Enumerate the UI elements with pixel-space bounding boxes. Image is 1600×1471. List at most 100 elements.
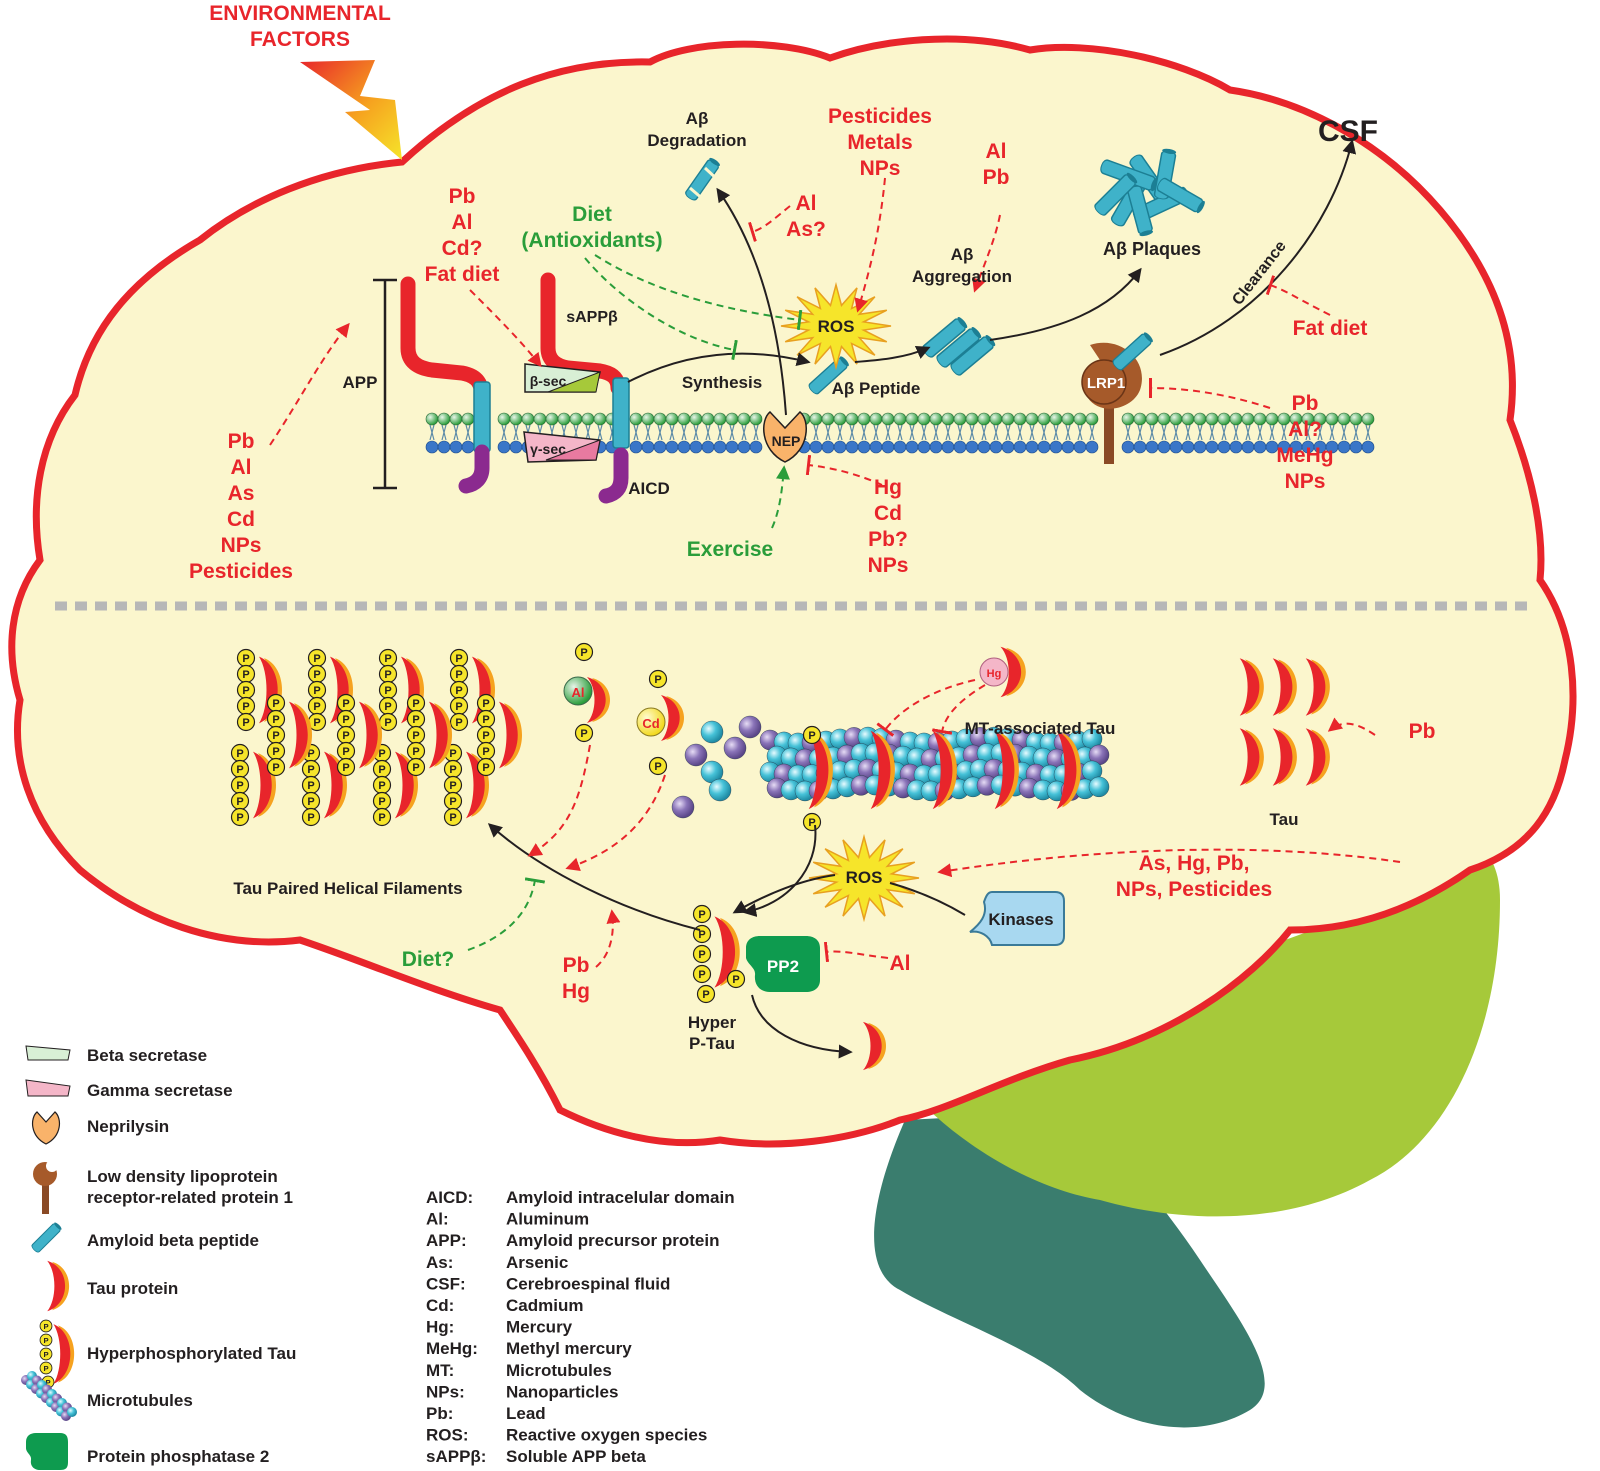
svg-text:As: As xyxy=(228,482,255,505)
lower-modulator-arrows xyxy=(467,679,1401,968)
svg-text:Pb: Pb xyxy=(228,430,255,453)
tau-protein-icon xyxy=(47,1260,70,1312)
beta-secretase: β-sec xyxy=(524,363,601,393)
svg-text:Aβ: Aβ xyxy=(951,245,974,264)
abbreviations-list: AICD:Amyloid intracelular domainAl:Alumi… xyxy=(426,1188,735,1466)
svg-text:Hg: Hg xyxy=(562,980,590,1003)
svg-text:Pb?: Pb? xyxy=(868,528,908,551)
pb-al-cd-fat-diet-label: Pb Al Cd? Fat diet xyxy=(425,185,500,286)
abbr-key: As: xyxy=(426,1253,453,1272)
app-bracket xyxy=(373,278,397,490)
pp2-enzyme: PP2 xyxy=(746,936,820,992)
lower-pathway-arrows xyxy=(487,823,966,1059)
ros-star-top: ROS xyxy=(780,281,892,371)
ab-peptide-label: Aβ Peptide xyxy=(832,379,921,398)
abbr-value: Arsenic xyxy=(506,1253,568,1272)
cerebellum xyxy=(900,840,1500,1217)
svg-text:Neprilysin: Neprilysin xyxy=(87,1117,169,1136)
svg-text:Beta secretase: Beta secretase xyxy=(87,1046,207,1065)
abbr-key: NPs: xyxy=(426,1382,465,1401)
left-toxicants-label: Pb Al As Cd NPs Pesticides xyxy=(189,430,293,583)
legend-item-beta-secretase: Beta secretase xyxy=(25,1045,207,1065)
svg-text:Al: Al xyxy=(231,456,252,479)
svg-text:Pesticides: Pesticides xyxy=(828,105,932,128)
svg-text:FACTORS: FACTORS xyxy=(250,28,350,51)
legend-item-tau-protein: Tau protein xyxy=(47,1260,178,1312)
svg-text:Low density lipoprotein: Low density lipoprotein xyxy=(87,1167,278,1186)
tau-label: Tau xyxy=(1270,810,1299,829)
svg-text:Fat diet: Fat diet xyxy=(425,263,500,286)
abbr-key: ROS: xyxy=(426,1426,469,1445)
legend-item-pp2: Protein phosphatase 2 xyxy=(26,1433,269,1470)
as-hg-pb-nps-pesticides-label: As, Hg, Pb, NPs, Pesticides xyxy=(1116,852,1272,901)
svg-text:Metals: Metals xyxy=(847,131,912,154)
svg-text:Pb: Pb xyxy=(449,185,476,208)
tau-phf-label: Tau Paired Helical Filaments xyxy=(233,879,462,898)
neprilysin: NEP xyxy=(763,410,807,463)
svg-text:NPs: NPs xyxy=(868,554,909,577)
environmental-lightning-icon xyxy=(300,60,402,160)
abbr-key: AICD: xyxy=(426,1188,473,1207)
al-bound-tau: Al xyxy=(563,642,610,743)
abbr-key: sAPPβ: xyxy=(426,1447,486,1466)
svg-text:Cd?: Cd? xyxy=(442,237,483,260)
nep-label: NEP xyxy=(772,433,801,449)
abbr-key: Cd: xyxy=(426,1296,454,1315)
beta-secretase-icon xyxy=(25,1045,71,1061)
hyper-p-tau-label: Hyper P-Tau xyxy=(688,1013,737,1053)
svg-text:Hyperphosphorylated Tau: Hyperphosphorylated Tau xyxy=(87,1344,296,1363)
svg-text:Al: Al xyxy=(452,211,473,234)
abbr-value: Amyloid intracelular domain xyxy=(506,1188,735,1207)
svg-text:Diet: Diet xyxy=(572,203,612,226)
svg-text:Cd: Cd xyxy=(227,508,255,531)
microtubule xyxy=(671,715,1110,819)
abbr-key: Hg: xyxy=(426,1318,454,1337)
abbr-value: Amyloid precursor protein xyxy=(506,1231,719,1250)
neprilysin-icon xyxy=(31,1111,61,1145)
ros-bottom-label: ROS xyxy=(846,868,883,887)
beta-sec-label: β-sec xyxy=(530,373,567,389)
gamma-secretase: γ-sec xyxy=(523,431,601,463)
mt-associated-tau-label: MT-associated Tau xyxy=(965,719,1116,738)
brainstem xyxy=(874,1110,1265,1428)
abbr-value: Aluminum xyxy=(506,1210,589,1229)
csf-label: CSF xyxy=(1318,115,1378,148)
svg-text:Pesticides: Pesticides xyxy=(189,560,293,583)
svg-text:(Antioxidants): (Antioxidants) xyxy=(521,229,662,252)
ab-plaques-label: Aβ Plaques xyxy=(1103,239,1201,259)
svg-text:Pb: Pb xyxy=(983,166,1010,189)
al-pb-top-label: Al Pb xyxy=(983,140,1010,189)
legend-item-gamma-secretase: Gamma secretase xyxy=(25,1079,233,1100)
abbr-value: Cerebroespinal fluid xyxy=(506,1274,670,1293)
svg-text:Al: Al xyxy=(796,192,817,215)
diet-antioxidants-label: Diet (Antioxidants) xyxy=(521,203,662,252)
svg-text:NPs: NPs xyxy=(1285,470,1326,493)
svg-text:As?: As? xyxy=(786,218,826,241)
abbr-key: MT: xyxy=(426,1361,454,1380)
lrp1-icon xyxy=(33,1160,58,1214)
pb-al-mehg-nps-label: Pb Al? MeHg NPs xyxy=(1276,392,1333,493)
environmental-factors-title: ENVIRONMENTAL FACTORS xyxy=(209,2,391,51)
abbr-value: Microtubules xyxy=(506,1361,612,1380)
legend-item-hyper-tau: Hyperphosphorylated Tau xyxy=(39,1319,296,1389)
aicd-label: AICD xyxy=(628,479,670,498)
diet-question-label: Diet? xyxy=(402,948,455,971)
cell-membrane xyxy=(425,412,1375,454)
svg-text:Aβ: Aβ xyxy=(686,109,709,128)
gamma-secretase-icon xyxy=(25,1079,71,1097)
legend-item-amyloid-beta: Amyloid beta peptide xyxy=(30,1221,259,1254)
abbr-value: Nanoparticles xyxy=(506,1382,618,1401)
svg-text:Aggregation: Aggregation xyxy=(912,267,1012,286)
legend-item-neprilysin: Neprilysin xyxy=(31,1111,169,1145)
svg-text:Pb: Pb xyxy=(563,954,590,977)
legend-item-microtubules: Microtubules xyxy=(21,1371,193,1421)
microtubule-icon xyxy=(21,1371,77,1421)
svg-text:Al?: Al? xyxy=(1288,418,1322,441)
abbr-value: Reactive oxygen species xyxy=(506,1426,707,1445)
kinases-enzyme: Kinases xyxy=(969,891,1065,946)
exercise-label: Exercise xyxy=(687,538,773,561)
svg-text:NPs: NPs xyxy=(860,157,901,180)
svg-text:Hyper: Hyper xyxy=(688,1013,737,1032)
